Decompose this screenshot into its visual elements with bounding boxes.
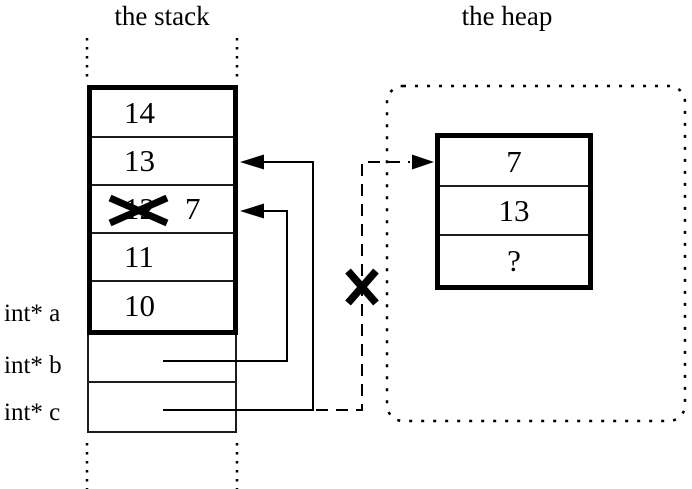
stack-cell-new-value: 7 <box>185 191 201 226</box>
heap-cell-value: 7 <box>506 143 522 179</box>
stack-cell-value: 14 <box>124 95 155 130</box>
pointer-c-label: int* c <box>4 399 61 426</box>
pointer-c-cell <box>89 383 235 431</box>
stack-cell-13: 13 <box>92 138 233 186</box>
pointer-variable-cells <box>87 335 237 433</box>
dangling-cross-icon <box>345 268 379 306</box>
stack-cell-14: 14 <box>92 90 233 138</box>
pointer-b-cell <box>89 335 235 383</box>
dangling-heap-arrow <box>316 154 434 411</box>
heap-cell-value: ? <box>507 242 521 278</box>
heap-title: the heap <box>461 1 553 31</box>
stack-cell-10: 10 <box>92 282 233 330</box>
stack-cell-overwritten: 12 7 <box>92 186 233 234</box>
heap-cell-value: 13 <box>498 192 530 228</box>
heap-cell-7: 7 <box>440 138 588 187</box>
heap-cell-13: 13 <box>440 187 588 236</box>
stack-cell-old-value: 12 <box>124 191 155 226</box>
stack-cell-value: 10 <box>124 288 155 323</box>
heap-value-box: 7 13 ? <box>435 133 593 290</box>
stack-cell-value: 13 <box>124 143 155 178</box>
stack-cell-value: 11 <box>124 239 154 274</box>
heap-cell-unknown: ? <box>440 236 588 285</box>
stack-title: the stack <box>114 1 210 31</box>
pointer-a-label: int* a <box>4 300 61 327</box>
stack-frame-box: 14 13 12 7 11 10 <box>87 85 238 335</box>
pointer-b-label: int* b <box>4 352 62 379</box>
stack-cell-11: 11 <box>92 234 233 282</box>
